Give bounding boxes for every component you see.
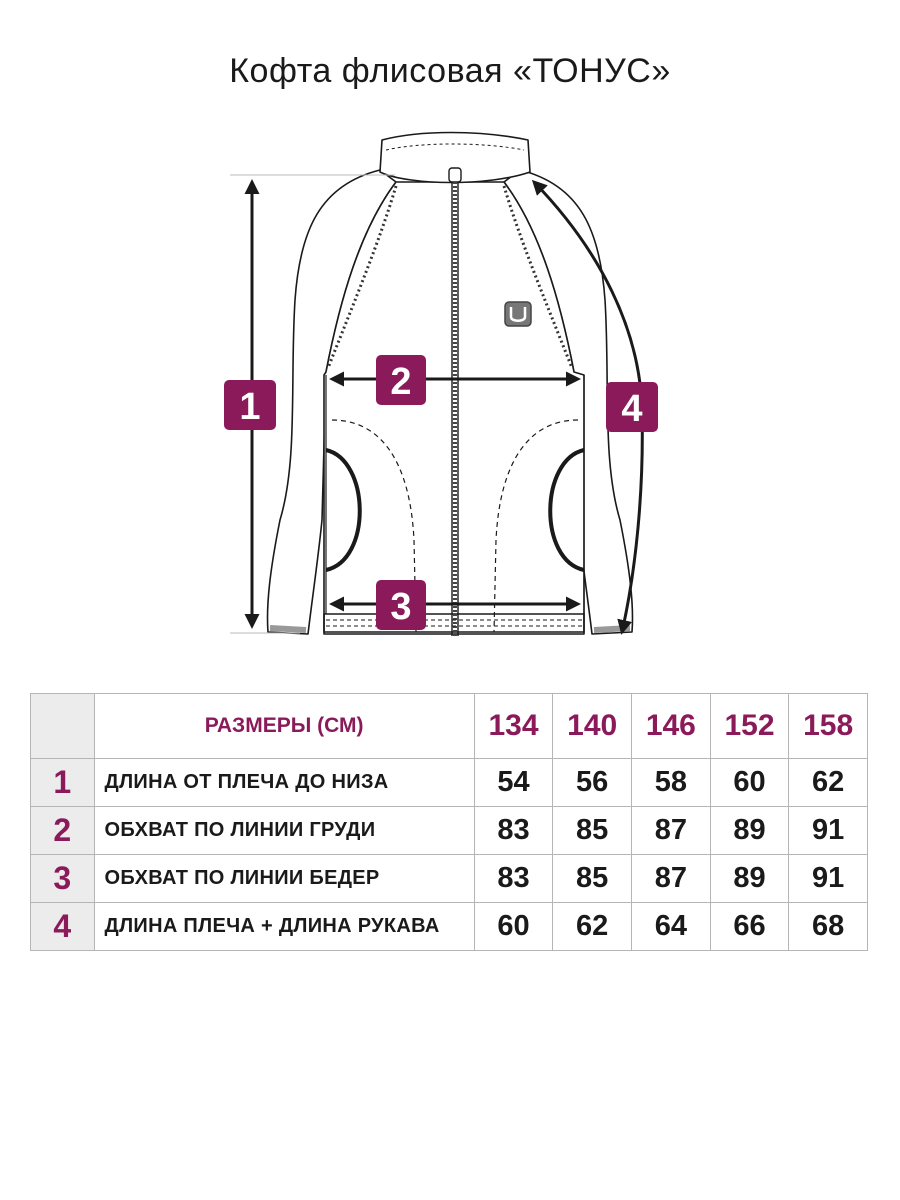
row-value: 83 [473, 806, 554, 855]
row-value: 89 [709, 854, 790, 903]
row-value: 62 [552, 902, 633, 951]
sizes-header-label: РАЗМЕРЫ (СМ) [93, 693, 475, 759]
jacket-diagram: 1 2 3 4 [224, 131, 658, 636]
row-value: 83 [473, 854, 554, 903]
size-header: 152 [709, 693, 790, 759]
page-title: Кофта флисовая «ТОНУС» [229, 52, 671, 90]
row-value: 91 [788, 854, 868, 903]
label-4-badge: 4 [606, 382, 658, 432]
row-value: 60 [473, 902, 554, 951]
size-header: 158 [788, 693, 868, 759]
size-table: РАЗМЕРЫ (СМ) 134 140 146 152 158 1 ДЛИНА… [30, 693, 868, 951]
label-2-badge: 2 [376, 355, 426, 405]
label-3-badge: 3 [376, 580, 426, 630]
row-value: 87 [631, 806, 711, 855]
row-label: ДЛИНА ОТ ПЛЕЧА ДО НИЗА [93, 758, 475, 807]
row-value: 62 [788, 758, 868, 807]
table-row: 1 ДЛИНА ОТ ПЛЕЧА ДО НИЗА 54 56 58 60 62 [30, 758, 868, 807]
svg-text:4: 4 [621, 388, 642, 430]
row-number: 4 [30, 902, 95, 951]
row-value: 58 [631, 758, 711, 807]
row-value: 85 [552, 854, 633, 903]
row-label: ОБХВАТ ПО ЛИНИИ БЕДЕР [93, 854, 475, 903]
table-row: 4 ДЛИНА ПЛЕЧА + ДЛИНА РУКАВА 60 62 64 66… [30, 902, 868, 951]
row-value: 64 [631, 902, 711, 951]
size-header: 146 [631, 693, 711, 759]
table-row: 2 ОБХВАТ ПО ЛИНИИ ГРУДИ 83 85 87 89 91 [30, 806, 868, 855]
svg-text:3: 3 [390, 586, 411, 628]
row-value: 60 [709, 758, 790, 807]
row-label: ДЛИНА ПЛЕЧА + ДЛИНА РУКАВА [93, 902, 475, 951]
row-value: 54 [473, 758, 554, 807]
size-header: 134 [473, 693, 554, 759]
row-number: 1 [30, 758, 95, 807]
row-number: 2 [30, 806, 95, 855]
svg-text:1: 1 [239, 386, 260, 428]
table-corner-cell [30, 693, 95, 759]
measurement-guides [230, 174, 395, 634]
row-value: 89 [709, 806, 790, 855]
size-header: 140 [552, 693, 633, 759]
row-label: ОБХВАТ ПО ЛИНИИ ГРУДИ [93, 806, 475, 855]
row-number: 3 [30, 854, 95, 903]
row-value: 91 [788, 806, 868, 855]
row-value: 66 [709, 902, 790, 951]
table-row: 3 ОБХВАТ ПО ЛИНИИ БЕДЕР 83 85 87 89 91 [30, 854, 868, 903]
row-value: 68 [788, 902, 868, 951]
u-logo-icon [504, 301, 532, 327]
row-value: 87 [631, 854, 711, 903]
table-header-row: РАЗМЕРЫ (СМ) 134 140 146 152 158 [30, 693, 868, 759]
jacket-outline [266, 131, 634, 635]
label-1-badge: 1 [224, 380, 276, 430]
row-value: 85 [552, 806, 633, 855]
svg-text:2: 2 [390, 361, 411, 403]
row-value: 56 [552, 758, 633, 807]
